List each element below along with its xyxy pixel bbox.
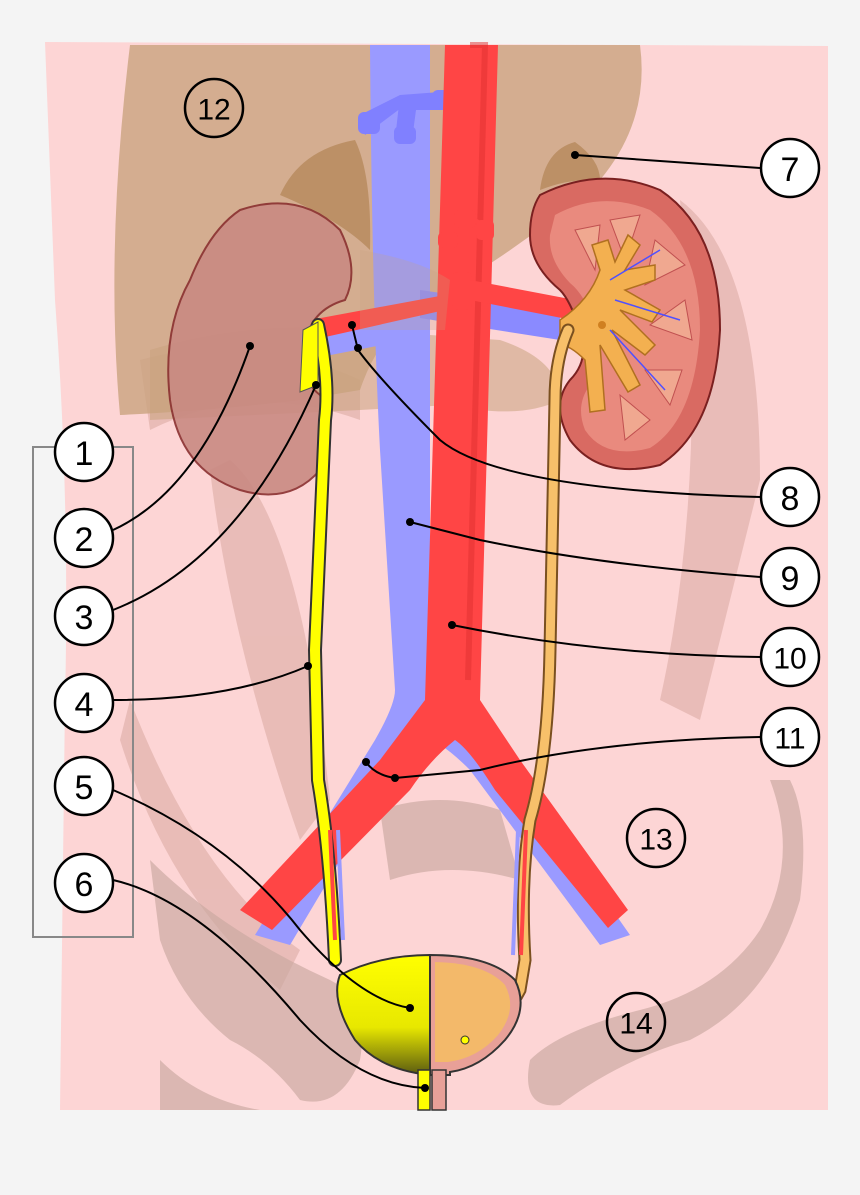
- label-1-circle: [53, 421, 115, 483]
- label-12: 12: [197, 94, 230, 127]
- label-2: 2: [75, 521, 94, 559]
- label-11-circle: [759, 706, 821, 768]
- label-circles: [53, 137, 821, 914]
- label-7-circle: [759, 137, 821, 199]
- urinary-bladder: [336, 953, 522, 1111]
- label-1: 1: [75, 435, 94, 473]
- label-11: 11: [774, 723, 805, 756]
- label-10: 10: [773, 643, 806, 676]
- label-4: 4: [75, 686, 94, 724]
- aortic-branches: [438, 210, 494, 310]
- label-14-circle: [605, 991, 667, 1053]
- label-13-circle: [625, 807, 687, 869]
- left-kidney: [528, 177, 722, 471]
- label-8: 8: [781, 480, 800, 518]
- kidney-hilum-dot: [598, 321, 606, 329]
- label-10-circle: [759, 626, 821, 688]
- label-12-circle: [183, 77, 245, 139]
- aorta-shade: [465, 42, 489, 681]
- abdominal-aorta: [240, 45, 628, 930]
- leader-dots: [246, 151, 579, 1092]
- pelvis-bone-shadow: [150, 780, 804, 1110]
- label-6: 6: [75, 866, 94, 904]
- leader-lines: [112, 154, 761, 1089]
- label-4-circle: [53, 672, 115, 734]
- label-7: 7: [781, 151, 800, 189]
- label-5: 5: [75, 769, 94, 807]
- gonadal-vessels: [328, 829, 528, 956]
- label-8-circle: [759, 466, 821, 528]
- label-6-circle: [53, 852, 115, 914]
- kidney-vessels: [609, 249, 681, 391]
- label-9-circle: [759, 546, 821, 608]
- liver-overlay: [360, 250, 450, 330]
- right-renal-artery: [310, 295, 445, 340]
- label-2-circle: [53, 507, 115, 569]
- label-3: 3: [75, 599, 94, 637]
- label-circles-plain: [183, 77, 687, 1053]
- label-3-circle: [53, 585, 115, 647]
- left-renal-artery: [470, 280, 575, 320]
- label-13: 13: [639, 824, 672, 857]
- left-renal-pelvis: [559, 233, 662, 413]
- label-5-circle: [53, 755, 115, 817]
- label-9: 9: [781, 560, 800, 598]
- right-adrenal-gland: [280, 140, 371, 250]
- label-14: 14: [619, 1008, 652, 1041]
- left-adrenal-gland: [540, 142, 600, 190]
